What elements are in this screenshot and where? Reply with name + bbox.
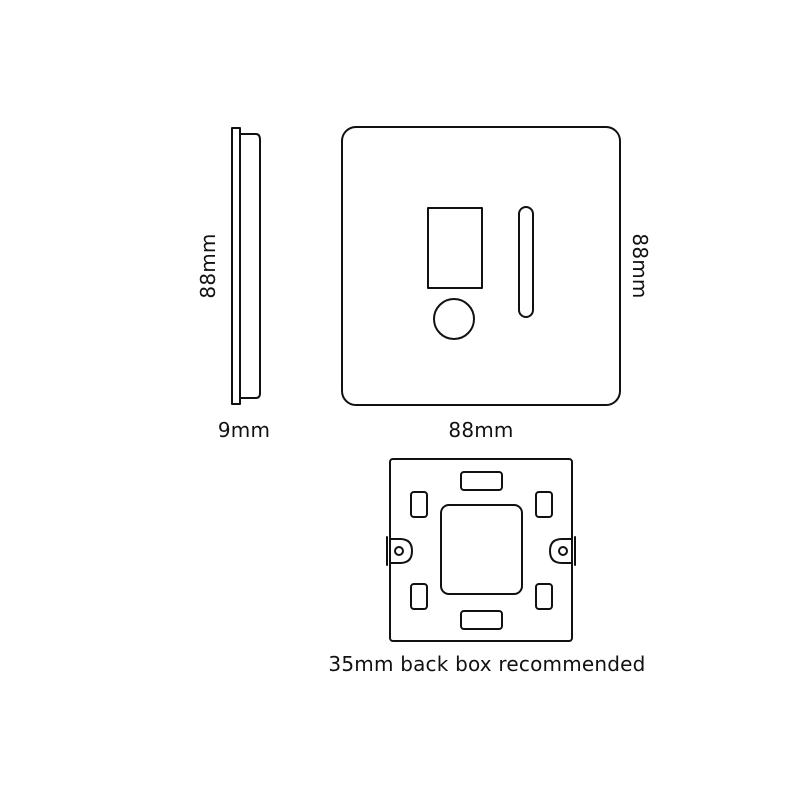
screw-hole-left xyxy=(394,546,404,556)
cable-outlet-hole xyxy=(433,298,475,340)
knockout-top-right xyxy=(535,491,553,518)
side-profile-outline xyxy=(231,127,261,405)
fixing-lug-left-outline xyxy=(389,538,413,564)
front-plate-outline xyxy=(341,126,621,406)
fixing-lug-right-outline xyxy=(549,538,573,564)
side-height-label: 88mm xyxy=(196,233,220,299)
depth-label: 9mm xyxy=(217,418,271,442)
switch-rocker xyxy=(427,207,483,289)
back-box-cable-entry xyxy=(440,504,523,595)
front-height-label: 88mm xyxy=(628,233,652,299)
knockout-bottom-left xyxy=(410,583,428,610)
knockout-bottom-right xyxy=(535,583,553,610)
back-box xyxy=(386,458,576,642)
fixing-lug-left xyxy=(386,536,413,566)
back-box-caption: 35mm back box recommended xyxy=(328,652,646,676)
screw-hole-right xyxy=(558,546,568,556)
knockout-top xyxy=(460,471,503,491)
indicator-slot xyxy=(518,206,534,318)
knockout-top-left xyxy=(410,491,428,518)
fixing-lug-right xyxy=(549,536,576,566)
side-profile xyxy=(231,127,261,405)
knockout-bottom xyxy=(460,610,503,630)
front-view xyxy=(341,126,621,406)
width-label: 88mm xyxy=(448,418,514,442)
back-box-outline xyxy=(389,458,573,642)
